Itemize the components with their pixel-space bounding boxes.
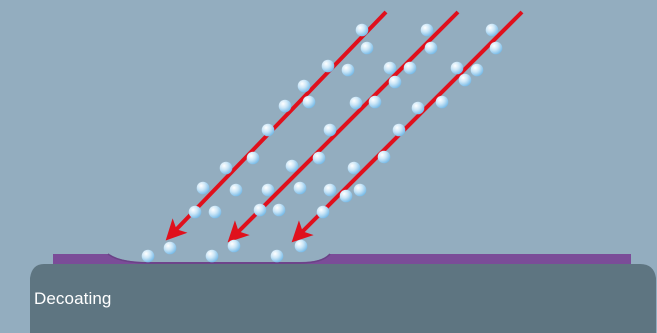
stream-3-particle [435,95,449,109]
stream-2-particle [205,249,219,263]
stream-2-particle [293,181,307,195]
stream-2-particle [261,183,275,197]
stream-3-particle [347,161,361,175]
stream-1-particle [321,59,335,73]
stream-1-particle [208,205,222,219]
stream-2-particle [285,159,299,173]
process-label: Decoating [34,289,112,308]
stream-1-particle [278,99,292,113]
stream-1-particle [141,249,155,263]
stream-1-arrow [165,10,388,241]
stream-1-particle [355,23,369,37]
stream-2-particle [368,95,382,109]
stream-1-particle [188,205,202,219]
stream-1-particle [246,151,260,165]
stream-3-particle [485,23,499,37]
stream-3-particle [323,183,337,197]
stream-3-particle [458,73,472,87]
stream-3-particle [316,205,330,219]
substrate [30,264,656,333]
stream-3-particle [377,150,391,164]
stream-3 [270,10,524,263]
stream-3-particle [450,61,464,75]
stream-2 [205,10,460,263]
stream-2-particle [272,203,286,217]
stream-2-particle [227,239,241,253]
stream-1-particle [261,123,275,137]
stream-3-particle [339,189,353,203]
stream-1-particle [196,181,210,195]
stream-3-particle [470,63,484,77]
stream-2-particle [383,61,397,75]
eroded-crater [108,254,330,262]
stream-2-particle [349,96,363,110]
stream-3-particle [392,123,406,137]
stream-1-particle [229,183,243,197]
stream-2-arrow [227,10,460,243]
stream-3-particle [489,41,503,55]
stream-2-particle [420,23,434,37]
stream-2-particle [253,203,267,217]
stream-3-particle [411,101,425,115]
stream-1-particle [297,79,311,93]
stream-3-particle [353,183,367,197]
stream-3-arrow [291,10,524,243]
crater-edge [107,253,331,264]
stream-2-particle [323,123,337,137]
stream-1-particle [219,161,233,175]
stream-1-particle [302,95,316,109]
stream-2-particle [424,41,438,55]
stream-2-particle [403,61,417,75]
particle-streams [141,10,524,263]
stream-2-particle [312,151,326,165]
stream-3-particle [270,249,284,263]
stream-1-particle [360,41,374,55]
stream-2-particle [388,75,402,89]
stream-3-particle [294,239,308,253]
stream-1-particle [163,241,177,255]
stream-1-particle [341,63,355,77]
stream-1 [141,10,388,263]
